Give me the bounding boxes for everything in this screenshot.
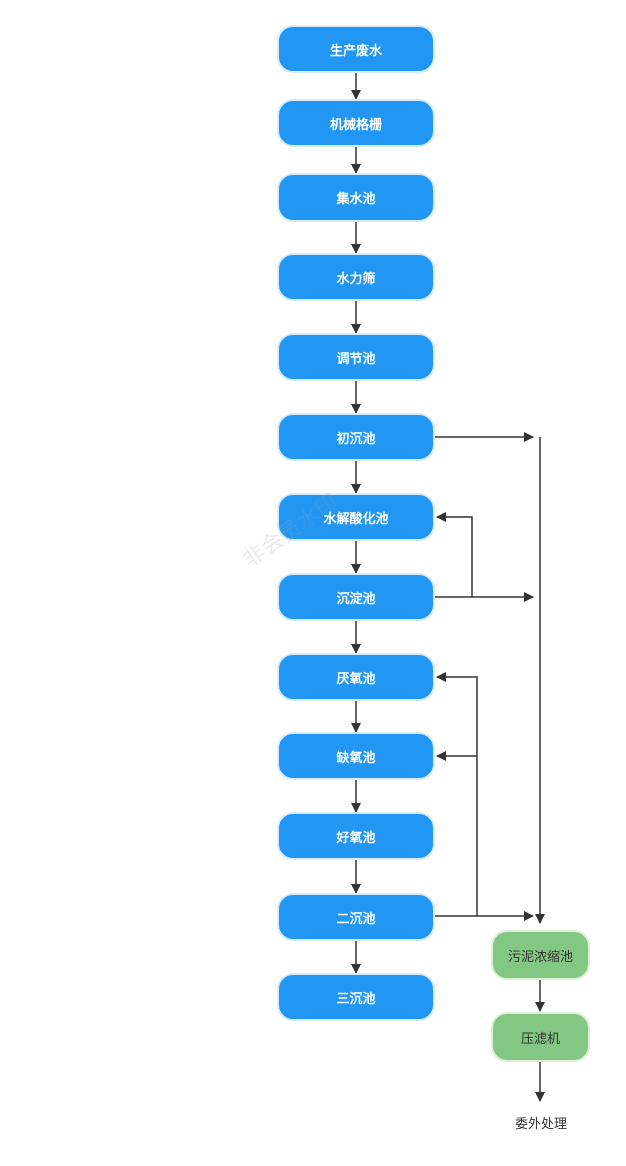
step-settling-tank: 沉淀池 (277, 573, 435, 621)
step-tertiary-clarifier: 三沉池 (277, 973, 435, 1021)
step-mechanical-screen: 机械格栅 (277, 99, 435, 147)
step-label: 水解酸化池 (323, 511, 389, 527)
step-label: 二沉池 (336, 911, 376, 927)
step-label: 机械格栅 (329, 117, 382, 133)
step-secondary-clarifier: 二沉池 (277, 893, 435, 941)
step-label: 污泥浓缩池 (507, 949, 573, 965)
recycle-to-anaerobic (436, 672, 478, 916)
step-primary-clarifier: 初沉池 (277, 413, 435, 461)
step-hydraulic-screen: 水力筛 (277, 253, 435, 301)
step-equalization-tank: 调节池 (277, 333, 435, 381)
step-filter-press: 压滤机 (491, 1012, 590, 1062)
outsourced-disposal-label: 委外处理 (514, 1117, 567, 1132)
step-label: 水力筛 (336, 271, 376, 287)
step-aerobic-tank: 好氧池 (277, 812, 435, 860)
step-anaerobic-tank: 厌氧池 (277, 653, 435, 701)
step-label: 生产废水 (329, 43, 382, 59)
step-label: 调节池 (336, 351, 376, 367)
step-anoxic-tank: 缺氧池 (277, 732, 435, 780)
step-label: 缺氧池 (336, 750, 376, 766)
step-production-wastewater: 生产废水 (277, 25, 435, 73)
step-label: 厌氧池 (336, 671, 376, 687)
step-collection-tank: 集水池 (277, 173, 435, 222)
step-label: 初沉池 (336, 431, 376, 447)
step-label: 集水池 (336, 192, 376, 207)
step-label: 压滤机 (520, 1031, 560, 1047)
recycle-to-hydrolysis (436, 512, 473, 597)
step-label: 好氧池 (336, 830, 376, 846)
step-label: 沉淀池 (336, 591, 376, 607)
step-hydrolysis-tank: 水解酸化池 (277, 493, 435, 541)
step-label: 三沉池 (336, 991, 376, 1007)
step-sludge-thickener: 污泥浓缩池 (491, 930, 590, 980)
